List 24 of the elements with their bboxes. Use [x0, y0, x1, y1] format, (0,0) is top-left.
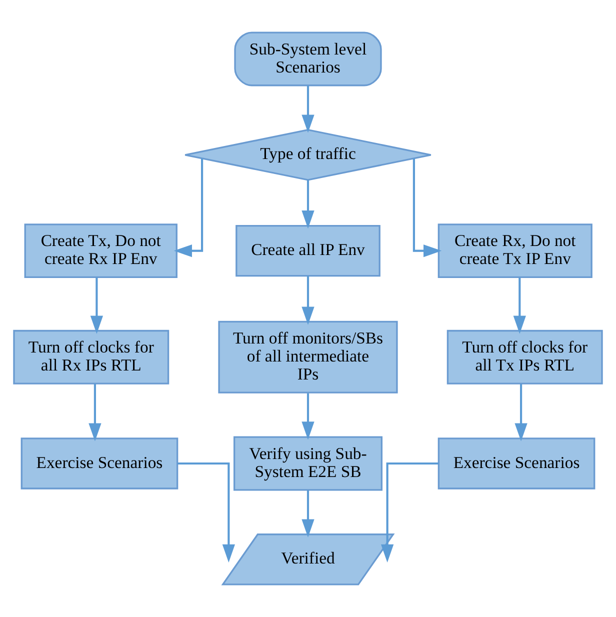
node-box: Verify using Sub-System E2E SB: [233, 436, 382, 491]
arrow: [302, 393, 314, 440]
arrow: [412, 158, 442, 258]
node-box: Exercise Scenarios: [20, 438, 178, 490]
arrow: [302, 86, 314, 133]
arrow: [178, 462, 236, 562]
arrow: [302, 180, 314, 229]
node-box: Turn off clocks for all Rx IPs RTL: [13, 330, 170, 384]
node-box: Create all IP Env: [236, 224, 380, 277]
node-diamond: Type of traffic: [184, 129, 432, 181]
arrow: [513, 278, 526, 334]
arrow: [302, 490, 314, 538]
arrow: [514, 384, 528, 442]
arrow: [380, 462, 438, 562]
node-box: Exercise Scenarios: [438, 438, 596, 490]
arrow: [174, 158, 204, 258]
arrow: [302, 276, 314, 325]
node-box: Turn off monitors/SBs of all intermediate IPs: [218, 320, 398, 394]
node-box: Create Tx, Do not create Rx IP Env: [24, 224, 178, 278]
node-box: Turn off clocks for all Tx IPs RTL: [446, 330, 603, 384]
node-box: Sub-System level Scenarios: [234, 32, 382, 86]
arrow: [90, 278, 104, 334]
node-box: Create Rx, Do not create Tx IP Env: [438, 224, 592, 278]
arrow: [88, 384, 102, 442]
